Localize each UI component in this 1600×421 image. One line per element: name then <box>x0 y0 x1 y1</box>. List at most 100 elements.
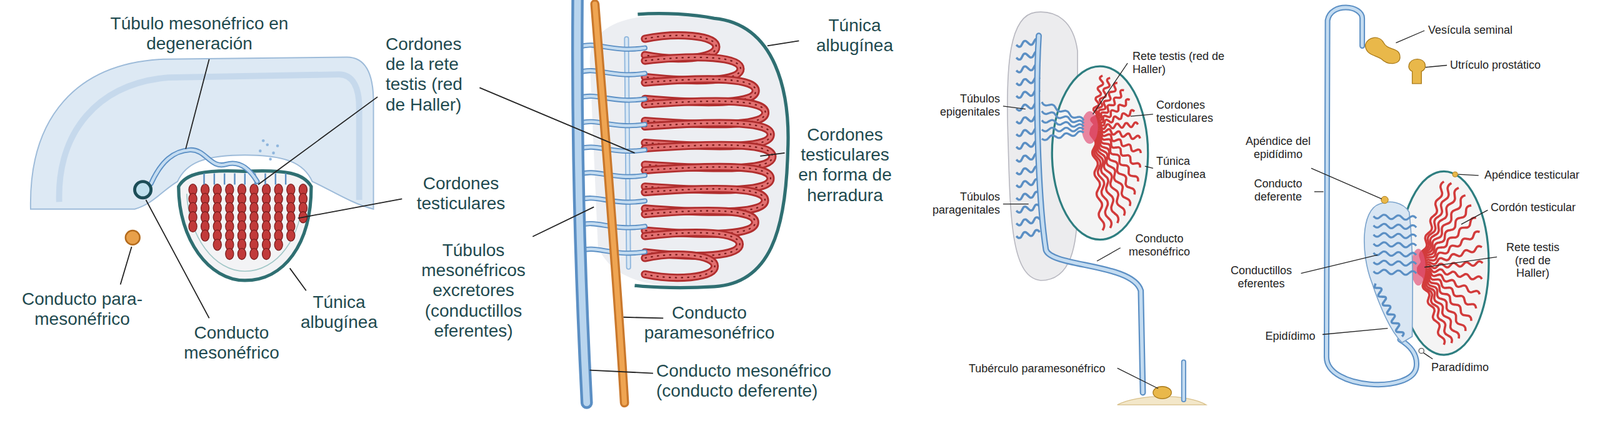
rete-cord <box>244 173 246 185</box>
testis-cord-segment <box>213 239 222 251</box>
rete-cord <box>233 173 235 185</box>
efferent-ductule <box>1373 215 1417 220</box>
rete-cord <box>285 173 287 185</box>
tunica-albuginea <box>635 13 789 289</box>
efferent-tubule-lumen <box>579 45 645 49</box>
leader-line <box>767 40 800 46</box>
horseshoe-cord-cells <box>645 255 715 279</box>
leader-line <box>1461 210 1488 225</box>
rete-tubule <box>1041 120 1084 127</box>
panel-horseshoe-cords <box>577 0 789 404</box>
contralateral-duct <box>1181 362 1187 400</box>
efferent-tubule <box>579 121 645 126</box>
leader-line <box>1130 114 1154 117</box>
leader-line <box>1458 174 1479 176</box>
degenerating-tubule-lumen <box>151 150 258 184</box>
rete-cord <box>203 173 205 185</box>
efferent-tubule-lumen <box>579 96 645 100</box>
degeneration-dot <box>271 151 275 155</box>
efferent-tubule-lumen <box>579 147 645 152</box>
testis-primordium <box>178 170 312 280</box>
panel-mesonephros <box>1007 11 1207 405</box>
appendix-testis <box>1452 171 1458 177</box>
leader-line <box>1322 328 1388 335</box>
rete-tubule <box>1041 131 1084 140</box>
efferent-tubule-lumen <box>579 70 645 75</box>
part-label: Epidídimo <box>1257 330 1324 344</box>
part-label: Conducto mesonéfrico (conducto deferente… <box>656 361 857 402</box>
testis-cord-segment <box>225 248 234 260</box>
mesonephric-tubule <box>1016 205 1040 214</box>
rete-cord <box>213 173 215 185</box>
part-label: Cordones testiculares <box>406 173 516 214</box>
efferent-ductule <box>1373 270 1417 275</box>
mesonephric-duct-lumen <box>577 0 587 404</box>
degeneration-dot <box>268 157 272 161</box>
efferent-tubule <box>579 96 645 100</box>
testis-cord <box>1091 127 1112 229</box>
testis-cord-segment <box>274 239 283 251</box>
testis-cord-segment <box>237 248 246 260</box>
efferent-tubule-lumen <box>579 121 645 126</box>
paramesonephric-duct-section <box>125 230 140 245</box>
leader-line <box>532 206 594 237</box>
part-label: Conducto mesonéfrico <box>176 323 287 364</box>
degeneration-dot <box>261 139 265 143</box>
rete-testis <box>1081 111 1099 144</box>
paradidymis <box>1418 348 1424 354</box>
part-label: Túbulo mesonéfrico en degeneración <box>110 13 289 54</box>
rete-testis <box>1411 248 1426 286</box>
mesonephric-tubule <box>1016 230 1040 239</box>
leader-line <box>1117 368 1159 389</box>
seminal-vesicle <box>1365 37 1400 64</box>
leader-line <box>298 198 403 219</box>
part-label: Apéndice testicular <box>1484 168 1594 182</box>
part-label: Túnica albugínea <box>803 15 907 56</box>
testis <box>1051 66 1148 240</box>
leader-line <box>1395 30 1425 44</box>
mesonephric-tubule <box>1016 191 1040 200</box>
part-label: Conducto para- mesonéfrico <box>8 289 156 330</box>
part-label: Túbulos mesonéfricos excretores (conduct… <box>412 240 535 342</box>
efferent-ductule <box>1373 260 1417 266</box>
degeneration-dot <box>258 149 262 153</box>
ductus-deferens <box>1326 7 1417 385</box>
part-label: Conductillos eferentes <box>1223 264 1299 290</box>
part-label: Túnica albugínea <box>293 292 385 333</box>
efferent-tubule <box>579 147 645 152</box>
rete-cord <box>275 173 277 185</box>
leader-line <box>1311 168 1382 199</box>
rete-tubule <box>1041 128 1084 132</box>
leader-line <box>1424 256 1497 267</box>
leader-line <box>1425 65 1447 67</box>
part-label: Conducto paramesonéfrico <box>634 303 785 344</box>
testis-cord-segment <box>188 220 197 232</box>
part-label: Cordones testiculares <box>1156 98 1232 125</box>
prostatic-utricle <box>1408 59 1425 84</box>
part-label: Cordones testiculares en forma de herrad… <box>788 125 902 206</box>
efferent-ductule <box>1373 224 1417 230</box>
leader-line <box>760 153 785 157</box>
part-label: Paradídimo <box>1431 361 1500 375</box>
efferent-tubule <box>579 45 645 49</box>
leader-line <box>590 370 654 374</box>
testis-cord-segment <box>286 230 295 242</box>
efferent-tubule <box>579 70 645 75</box>
leader-line <box>1314 191 1324 192</box>
paramesonephric-duct <box>595 4 625 404</box>
mesonephric-duct-lumen <box>1036 35 1143 393</box>
tunica-inner <box>186 193 304 272</box>
efferent-ductule <box>1373 251 1417 257</box>
horseshoe-cord-inner <box>645 255 715 279</box>
leader-line <box>1423 353 1434 360</box>
mesonephric-duct-section <box>135 181 152 199</box>
degeneration-dot <box>276 144 280 148</box>
degenerating-tubule <box>151 150 258 184</box>
leader-line <box>290 268 307 291</box>
leader-line <box>479 87 635 153</box>
epididymal-duct <box>1374 283 1404 337</box>
contralateral-duct-lumen <box>1182 362 1185 400</box>
part-label: Túbulos epigenitales <box>931 92 1000 119</box>
efferent-ductule <box>1373 233 1417 239</box>
